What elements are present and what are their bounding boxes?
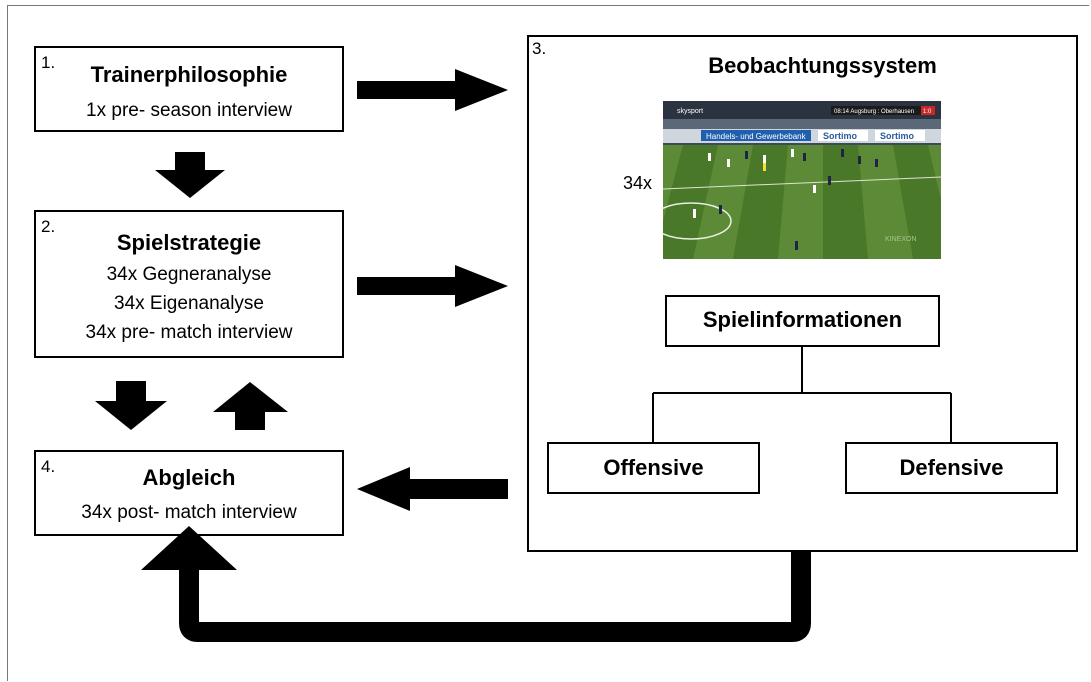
trainerphilosophie-box: 1. Trainerphilosophie 1x pre- season int… [34, 46, 344, 132]
outer-frame [7, 5, 1089, 681]
down-arrow-icon [95, 381, 167, 430]
box-title: Abgleich [142, 465, 236, 490]
box-line: 34x post- match interview [81, 502, 297, 523]
scoreboard-text: 08:14 Augsburg : Oberhausen [834, 109, 914, 115]
score-text: 1:0 [923, 109, 932, 115]
watermark-text: KINEXON [885, 236, 917, 243]
box-number: 3. [532, 39, 547, 58]
defensive-box: Defensive [845, 442, 1058, 494]
box-line: 34x Eigenanalyse [114, 293, 264, 314]
spielstrategie-box: 2. Spielstrategie 34x Gegneranalyse 34x … [34, 210, 344, 358]
up-arrow-icon [213, 382, 288, 430]
spielinformationen-box: Spielinformationen [665, 295, 940, 347]
feedback-loop-arrow [179, 552, 811, 642]
box-line: 34x Gegneranalyse [106, 264, 272, 285]
box-title: Beobachtungssystem [708, 53, 937, 78]
ad-text: Sortimo [880, 131, 915, 141]
left-arrow-icon [357, 467, 508, 511]
box-number: 4. [41, 457, 56, 476]
abgleich-box: 4. Abgleich 34x post- match interview [34, 450, 344, 536]
match-video-image: Handels- und Gewerbebank Sortimo Sortimo… [663, 101, 941, 259]
tree-left-label: Offensive [603, 455, 704, 480]
box-line: 1x pre- season interview [86, 100, 292, 121]
match-video-frame: Handels- und Gewerbebank Sortimo Sortimo… [663, 101, 941, 259]
broadcaster-logo: skysport [677, 108, 703, 115]
box-line: 34x pre- match interview [85, 322, 293, 343]
box-title: Spielstrategie [116, 230, 262, 255]
tree-root-label: Spielinformationen [702, 307, 903, 332]
box-title: Trainerphilosophie [90, 62, 288, 87]
offensive-box: Offensive [547, 442, 760, 494]
up-arrow-icon [141, 526, 237, 570]
box-number: 1. [41, 53, 56, 72]
right-arrow-icon [357, 265, 508, 307]
banner-text: Handels- und Gewerbebank [706, 132, 807, 141]
box-number: 2. [41, 217, 56, 236]
video-count-label: 34x [623, 173, 653, 193]
right-arrow-icon [357, 69, 508, 111]
down-arrow-icon [155, 152, 225, 198]
tree-right-label: Defensive [899, 455, 1004, 480]
ad-text: Sortimo [823, 131, 858, 141]
